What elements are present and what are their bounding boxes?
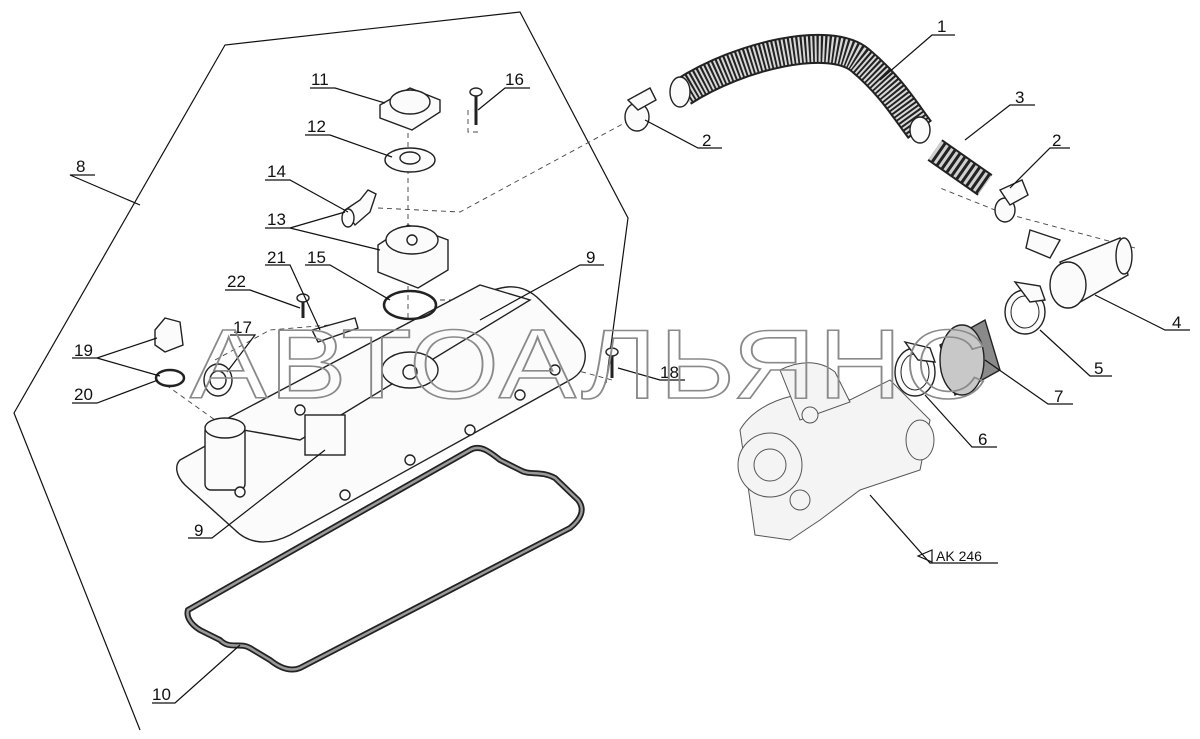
callout-14: 14 [267,162,286,181]
breather-cap-part [379,87,441,131]
callout-22: 22 [227,272,246,291]
callout-21: 21 [267,248,286,267]
reference-marker: AK 246 [916,548,982,564]
callout-16: 16 [505,70,524,89]
callout-10: 10 [152,685,171,704]
cap-part-17 [203,363,233,397]
rubber-sleeve-part [939,318,1001,397]
callout-12: 12 [307,117,326,136]
callout-9a: 9 [586,248,595,267]
o-ring-part [382,289,438,321]
screw-part-16 [469,87,483,125]
leader-lines [69,34,1190,704]
callout-11: 11 [311,70,329,89]
turbocharger-part [737,362,935,541]
callout-4: 4 [1172,313,1181,332]
callout-7: 7 [1054,387,1063,406]
callout-13: 13 [267,210,286,229]
callout-5: 5 [1094,359,1103,378]
callout-1: 1 [937,17,946,36]
watermark-text: АВТОАЛЬЯНС [190,309,990,419]
hose-part [669,33,933,144]
diaphragm-part [384,147,436,173]
valve-cover-part [176,284,586,543]
callout-6: 6 [978,430,987,449]
seal-ring-part [154,368,186,388]
callout-2a: 2 [702,131,711,150]
callout-8: 8 [76,157,85,176]
bolt-part-18 [605,347,619,378]
callout-3: 3 [1015,88,1024,107]
callout-18: 18 [660,363,679,382]
callout-19: 19 [74,341,93,360]
corrugated-sleeve-part [927,139,993,196]
elbow-pipe-part [341,189,377,228]
clamp-part-6 [894,340,937,397]
callout-9b: 9 [194,521,203,540]
clamp-part-5 [1004,281,1046,335]
callout-15: 15 [307,248,326,267]
reference-label: AK 246 [936,548,982,564]
pipe-part-21 [310,317,359,343]
callout-numbers: 1 2 2 3 4 5 6 7 8 9 9 10 11 12 13 14 15 … [74,17,1181,704]
group-8-outline [13,11,629,731]
filler-cap-part [154,317,184,353]
pipe-fitting-part [1025,229,1133,309]
callout-2b: 2 [1052,131,1061,150]
hose-clip-left [624,87,657,132]
callout-20: 20 [74,385,93,404]
breather-housing-part [377,224,449,289]
callout-17: 17 [233,318,252,337]
